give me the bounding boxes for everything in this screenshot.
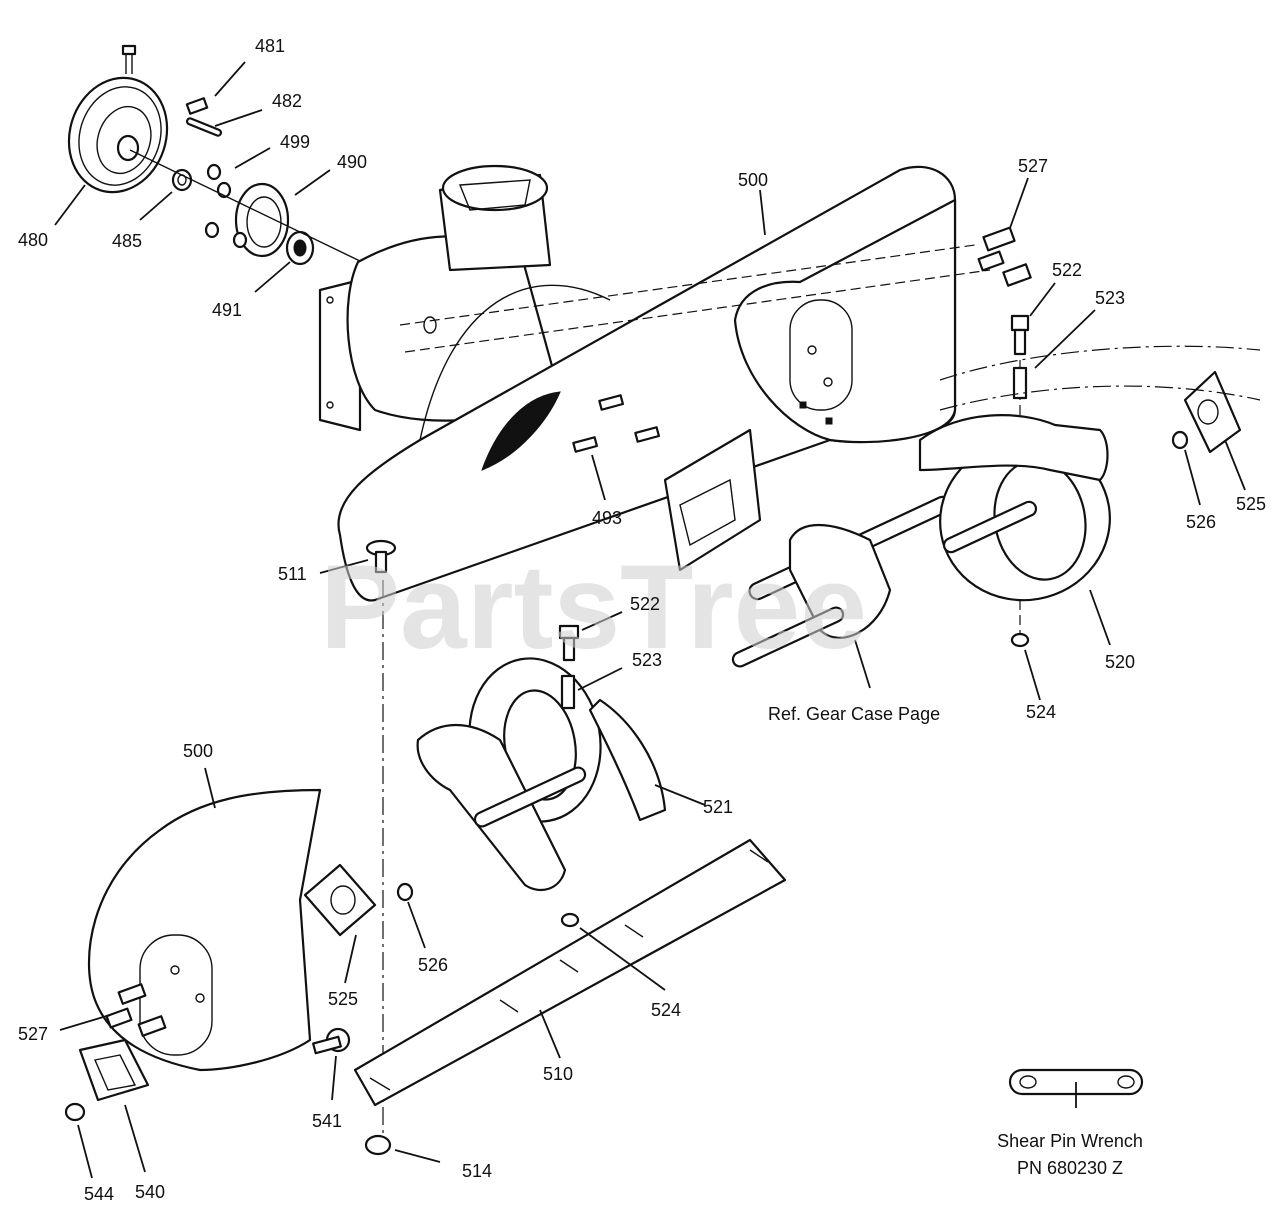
flange-490 bbox=[234, 182, 290, 258]
callout-499: 499 bbox=[280, 132, 310, 152]
callout-526-left: 526 bbox=[418, 955, 448, 975]
nut-526-left bbox=[396, 882, 414, 902]
auger-521 bbox=[416, 657, 667, 892]
callout-491: 491 bbox=[212, 300, 242, 320]
bolts-527-right bbox=[977, 226, 1032, 287]
set-screw-481 bbox=[185, 97, 209, 115]
callout-541: 541 bbox=[312, 1111, 342, 1131]
spacer-523-left bbox=[560, 674, 576, 710]
bolts-493 bbox=[572, 394, 661, 453]
leader-lines bbox=[54, 61, 1246, 1179]
gear-case-reference-note: Ref. Gear Case Page bbox=[768, 704, 940, 724]
collar-485 bbox=[171, 168, 193, 192]
callout-525-right: 525 bbox=[1236, 494, 1266, 514]
callout-527-top: 527 bbox=[1018, 156, 1048, 176]
nuts-499 bbox=[204, 163, 248, 249]
nut-524-right bbox=[1010, 632, 1030, 648]
carriage-bolt-511 bbox=[365, 539, 397, 574]
bearing-flange-525-right bbox=[1183, 370, 1242, 454]
callout-527-left: 527 bbox=[18, 1024, 48, 1044]
callout-526-right: 526 bbox=[1186, 512, 1216, 532]
skid-540 bbox=[78, 1038, 150, 1102]
key-482 bbox=[185, 117, 223, 137]
auger-520 bbox=[918, 414, 1111, 602]
callout-511: 511 bbox=[278, 564, 307, 584]
nut-514 bbox=[364, 1134, 392, 1156]
callout-482: 482 bbox=[272, 91, 302, 111]
callout-493: 493 bbox=[592, 508, 622, 528]
callout-480: 480 bbox=[18, 230, 48, 250]
align-line-2 bbox=[404, 269, 991, 353]
callout-522-top: 522 bbox=[1052, 260, 1082, 280]
bolt-top-pulley bbox=[121, 44, 137, 74]
callout-514: 514 bbox=[462, 1161, 492, 1181]
callout-524-right: 524 bbox=[1026, 702, 1056, 722]
callout-522-mid: 522 bbox=[630, 594, 660, 614]
axis-line-right bbox=[939, 345, 1261, 381]
callout-481: 481 bbox=[255, 36, 285, 56]
align-line-1 bbox=[399, 244, 976, 326]
callout-500-top: 500 bbox=[738, 170, 768, 190]
shear-pin-522-left bbox=[558, 624, 580, 662]
bolts-527-left bbox=[105, 983, 167, 1037]
bearing-flange-525-left bbox=[303, 863, 377, 937]
callout-523-top: 523 bbox=[1095, 288, 1125, 308]
callout-500-left: 500 bbox=[183, 741, 213, 761]
end-cap-500-left bbox=[87, 788, 322, 1072]
callout-521: 521 bbox=[703, 797, 733, 817]
auger-housing bbox=[318, 164, 957, 602]
callout-544: 544 bbox=[84, 1184, 114, 1204]
wrench-title: Shear Pin Wrench bbox=[997, 1131, 1143, 1151]
shear-pin-522-right bbox=[1010, 314, 1030, 356]
callout-523-mid: 523 bbox=[632, 650, 662, 670]
wrench-part-number: PN 680230 Z bbox=[1017, 1158, 1123, 1178]
callout-520: 520 bbox=[1105, 652, 1135, 672]
axis-line-right-2 bbox=[939, 385, 1261, 411]
watermark: PartsTree bbox=[320, 540, 867, 674]
gear-case bbox=[663, 428, 952, 668]
callout-540: 540 bbox=[135, 1182, 165, 1202]
callout-510: 510 bbox=[543, 1064, 573, 1084]
shave-plate-510 bbox=[353, 838, 787, 1107]
callout-524-left: 524 bbox=[651, 1000, 681, 1020]
nut-524-left bbox=[560, 912, 580, 928]
spacer-523-right bbox=[1012, 366, 1028, 400]
bolt-541 bbox=[312, 1027, 351, 1055]
nut-544 bbox=[64, 1102, 86, 1122]
callout-525-left: 525 bbox=[328, 989, 358, 1009]
callout-485: 485 bbox=[112, 231, 142, 251]
callout-490: 490 bbox=[337, 152, 367, 172]
nut-526-right bbox=[1171, 430, 1189, 450]
pulley-480 bbox=[67, 76, 169, 194]
